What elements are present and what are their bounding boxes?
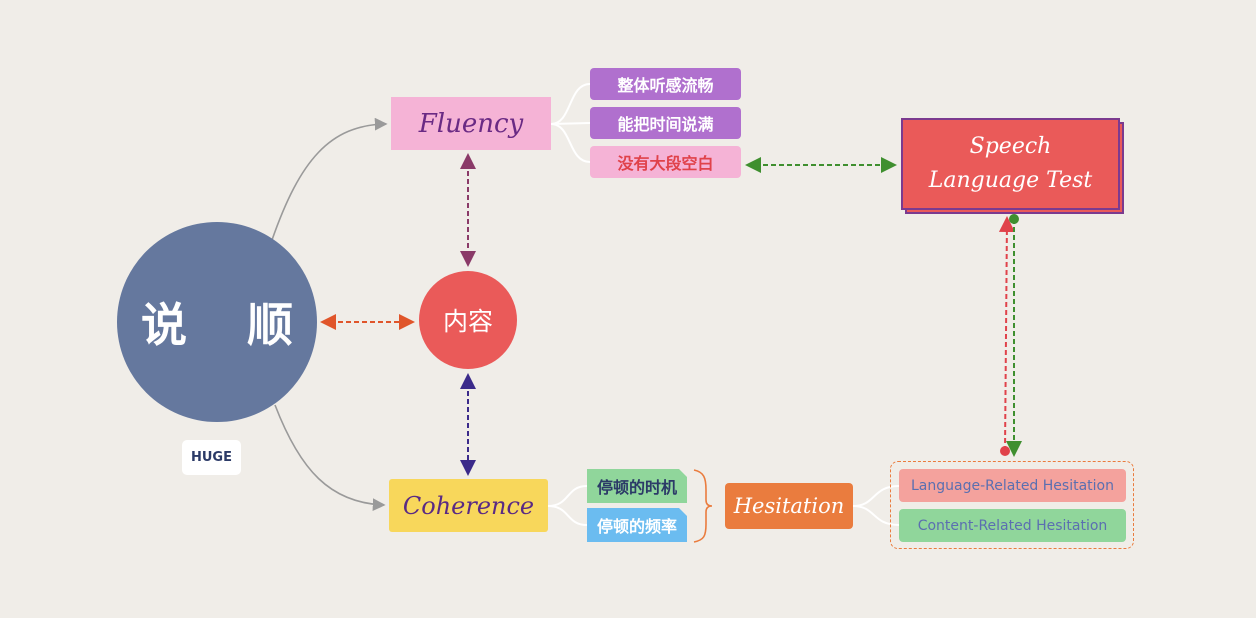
speech-language-test-node[interactable]: Speech Language Test: [901, 118, 1120, 210]
hesitation-brace: [693, 469, 713, 543]
hesitation-bracket: [852, 485, 900, 526]
main-topic-node[interactable]: 说 顺: [117, 222, 317, 422]
huge-label[interactable]: HUGE: [182, 440, 241, 475]
hesitation-types-group: [890, 461, 1134, 549]
fluency-point-no-blank[interactable]: 没有大段空白: [590, 146, 741, 178]
fluency-bracket: [550, 83, 591, 163]
fluency-point-fill-time[interactable]: 能把时间说满: [590, 107, 741, 139]
fluency-node[interactable]: Fluency: [391, 97, 551, 150]
link-main-coherence: [274, 404, 386, 511]
hesitation-node[interactable]: Hesitation: [725, 483, 853, 529]
coherence-node[interactable]: Coherence: [389, 479, 548, 532]
language-related-hesitation[interactable]: Language-Related Hesitation: [899, 469, 1126, 502]
content-related-hesitation[interactable]: Content-Related Hesitation: [899, 509, 1126, 542]
coherence-bracket: [547, 485, 588, 526]
link-main-fluency: [271, 117, 388, 241]
link-hesitation-test-red: [998, 216, 1015, 452]
coherence-point-pause-frequency[interactable]: 停顿的频率: [587, 508, 687, 542]
content-node[interactable]: 内容: [419, 271, 517, 369]
fluency-point-overall-smooth[interactable]: 整体听感流畅: [590, 68, 741, 100]
red-dot: [1000, 446, 1010, 456]
coherence-point-pause-timing[interactable]: 停顿的时机: [587, 469, 687, 503]
green-dot: [1009, 214, 1019, 224]
